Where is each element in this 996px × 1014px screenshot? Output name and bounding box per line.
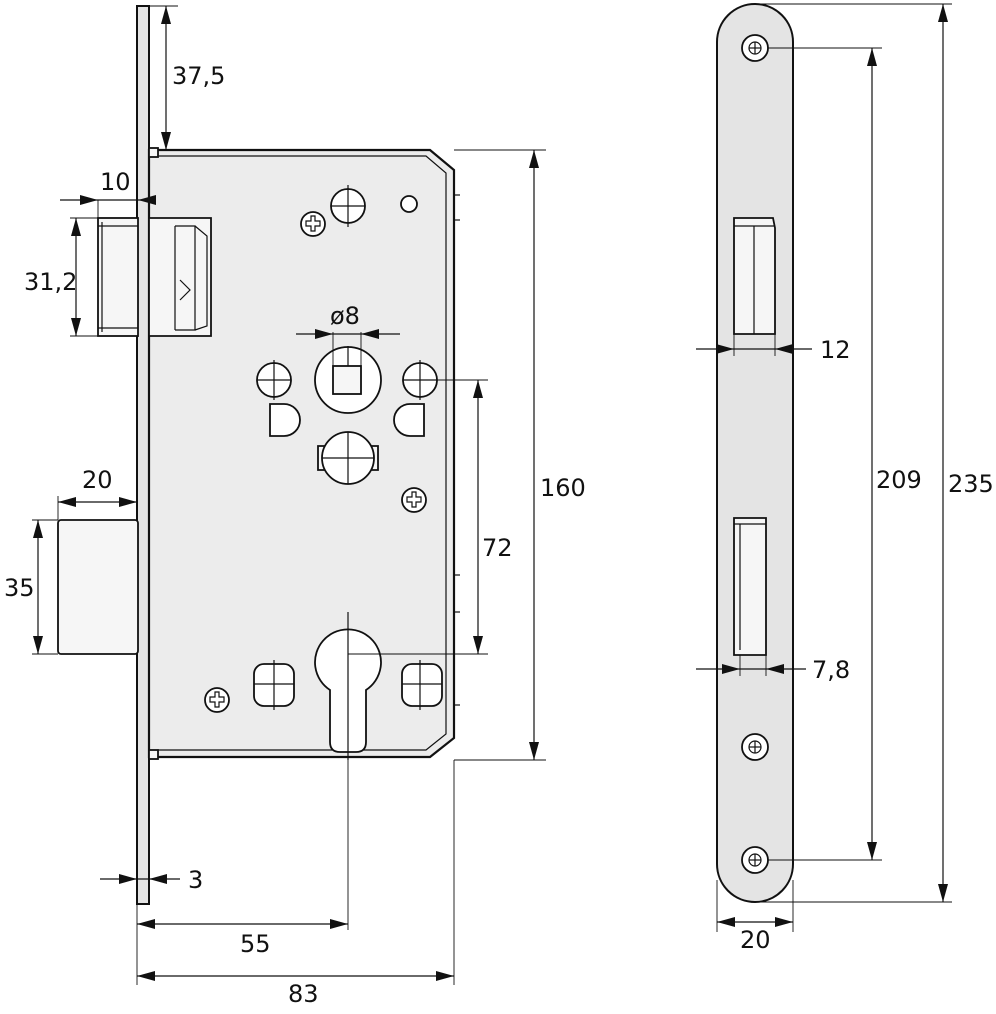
dim-bolt-projection: 20: [57, 466, 137, 520]
dim-backset: 55: [136, 760, 349, 985]
screw-icon: [204, 687, 230, 713]
latch-bolt: [97, 217, 139, 337]
label-faceplate-thickness: 3: [188, 866, 203, 894]
dim-latch-height: 31,2: [24, 217, 98, 337]
dim-plate-width: 20: [716, 880, 794, 954]
label-screw-spacing: 209: [876, 466, 922, 494]
label-case-depth: 83: [288, 980, 319, 1008]
lock-case: [57, 5, 460, 905]
label-backset: 55: [240, 930, 271, 958]
dim-faceplate-thickness: 3: [100, 866, 203, 894]
dim-spindle: ø8: [296, 302, 400, 366]
screw-hole-icon: [741, 846, 769, 874]
screw-hole-icon: [741, 733, 769, 761]
faceplate: [136, 5, 150, 905]
latch-opening: [733, 217, 776, 335]
screw-icon: [300, 211, 326, 237]
dim-plate-height: 235: [755, 3, 994, 903]
label-spindle-diameter: ø8: [330, 302, 360, 330]
label-bolt-opening: 7,8: [812, 656, 850, 684]
dim-backset-top: 37,5: [149, 5, 225, 150]
strike-plate: [716, 3, 794, 903]
dead-bolt: [57, 519, 139, 655]
label-backset-top: 37,5: [172, 62, 225, 90]
label-bolt-height: 35: [4, 574, 35, 602]
strike-plate-body: [716, 3, 794, 903]
label-latch-projection: 10: [100, 168, 131, 196]
top-holes: [330, 185, 418, 227]
label-latch-height: 31,2: [24, 268, 77, 296]
latch-mechanism: [148, 217, 212, 337]
cylinder-cutout: [314, 612, 382, 760]
label-distance-centre: 72: [482, 534, 513, 562]
screw-icon: [401, 487, 427, 513]
strike-dimensions: 12 7,8 209 235: [696, 3, 994, 954]
dim-case-depth: 83: [137, 760, 455, 1008]
label-plate-width: 20: [740, 926, 771, 954]
tumbler: [317, 431, 379, 485]
dim-screw-spacing: 209: [768, 47, 922, 861]
lock-dimensions: 37,5 10 31,2 20: [4, 5, 586, 1008]
label-case-height: 160: [540, 474, 586, 502]
lower-holes: [253, 660, 443, 710]
screw-hole-icon: [741, 34, 769, 62]
spindle-hub: [314, 346, 382, 414]
label-bolt-projection: 20: [82, 466, 113, 494]
dim-latch-projection: 10: [60, 168, 156, 218]
dim-latch-opening: 12: [696, 334, 851, 364]
bolt-opening: [733, 517, 767, 656]
label-plate-height: 235: [948, 470, 994, 498]
dim-distance-centre: 72: [348, 379, 513, 655]
case-body: [147, 147, 460, 760]
label-latch-opening: 12: [820, 336, 851, 364]
dim-bolt-opening: 7,8: [696, 655, 850, 684]
dim-bolt-height: 35: [4, 519, 58, 655]
dim-case-height: 160: [454, 149, 586, 761]
